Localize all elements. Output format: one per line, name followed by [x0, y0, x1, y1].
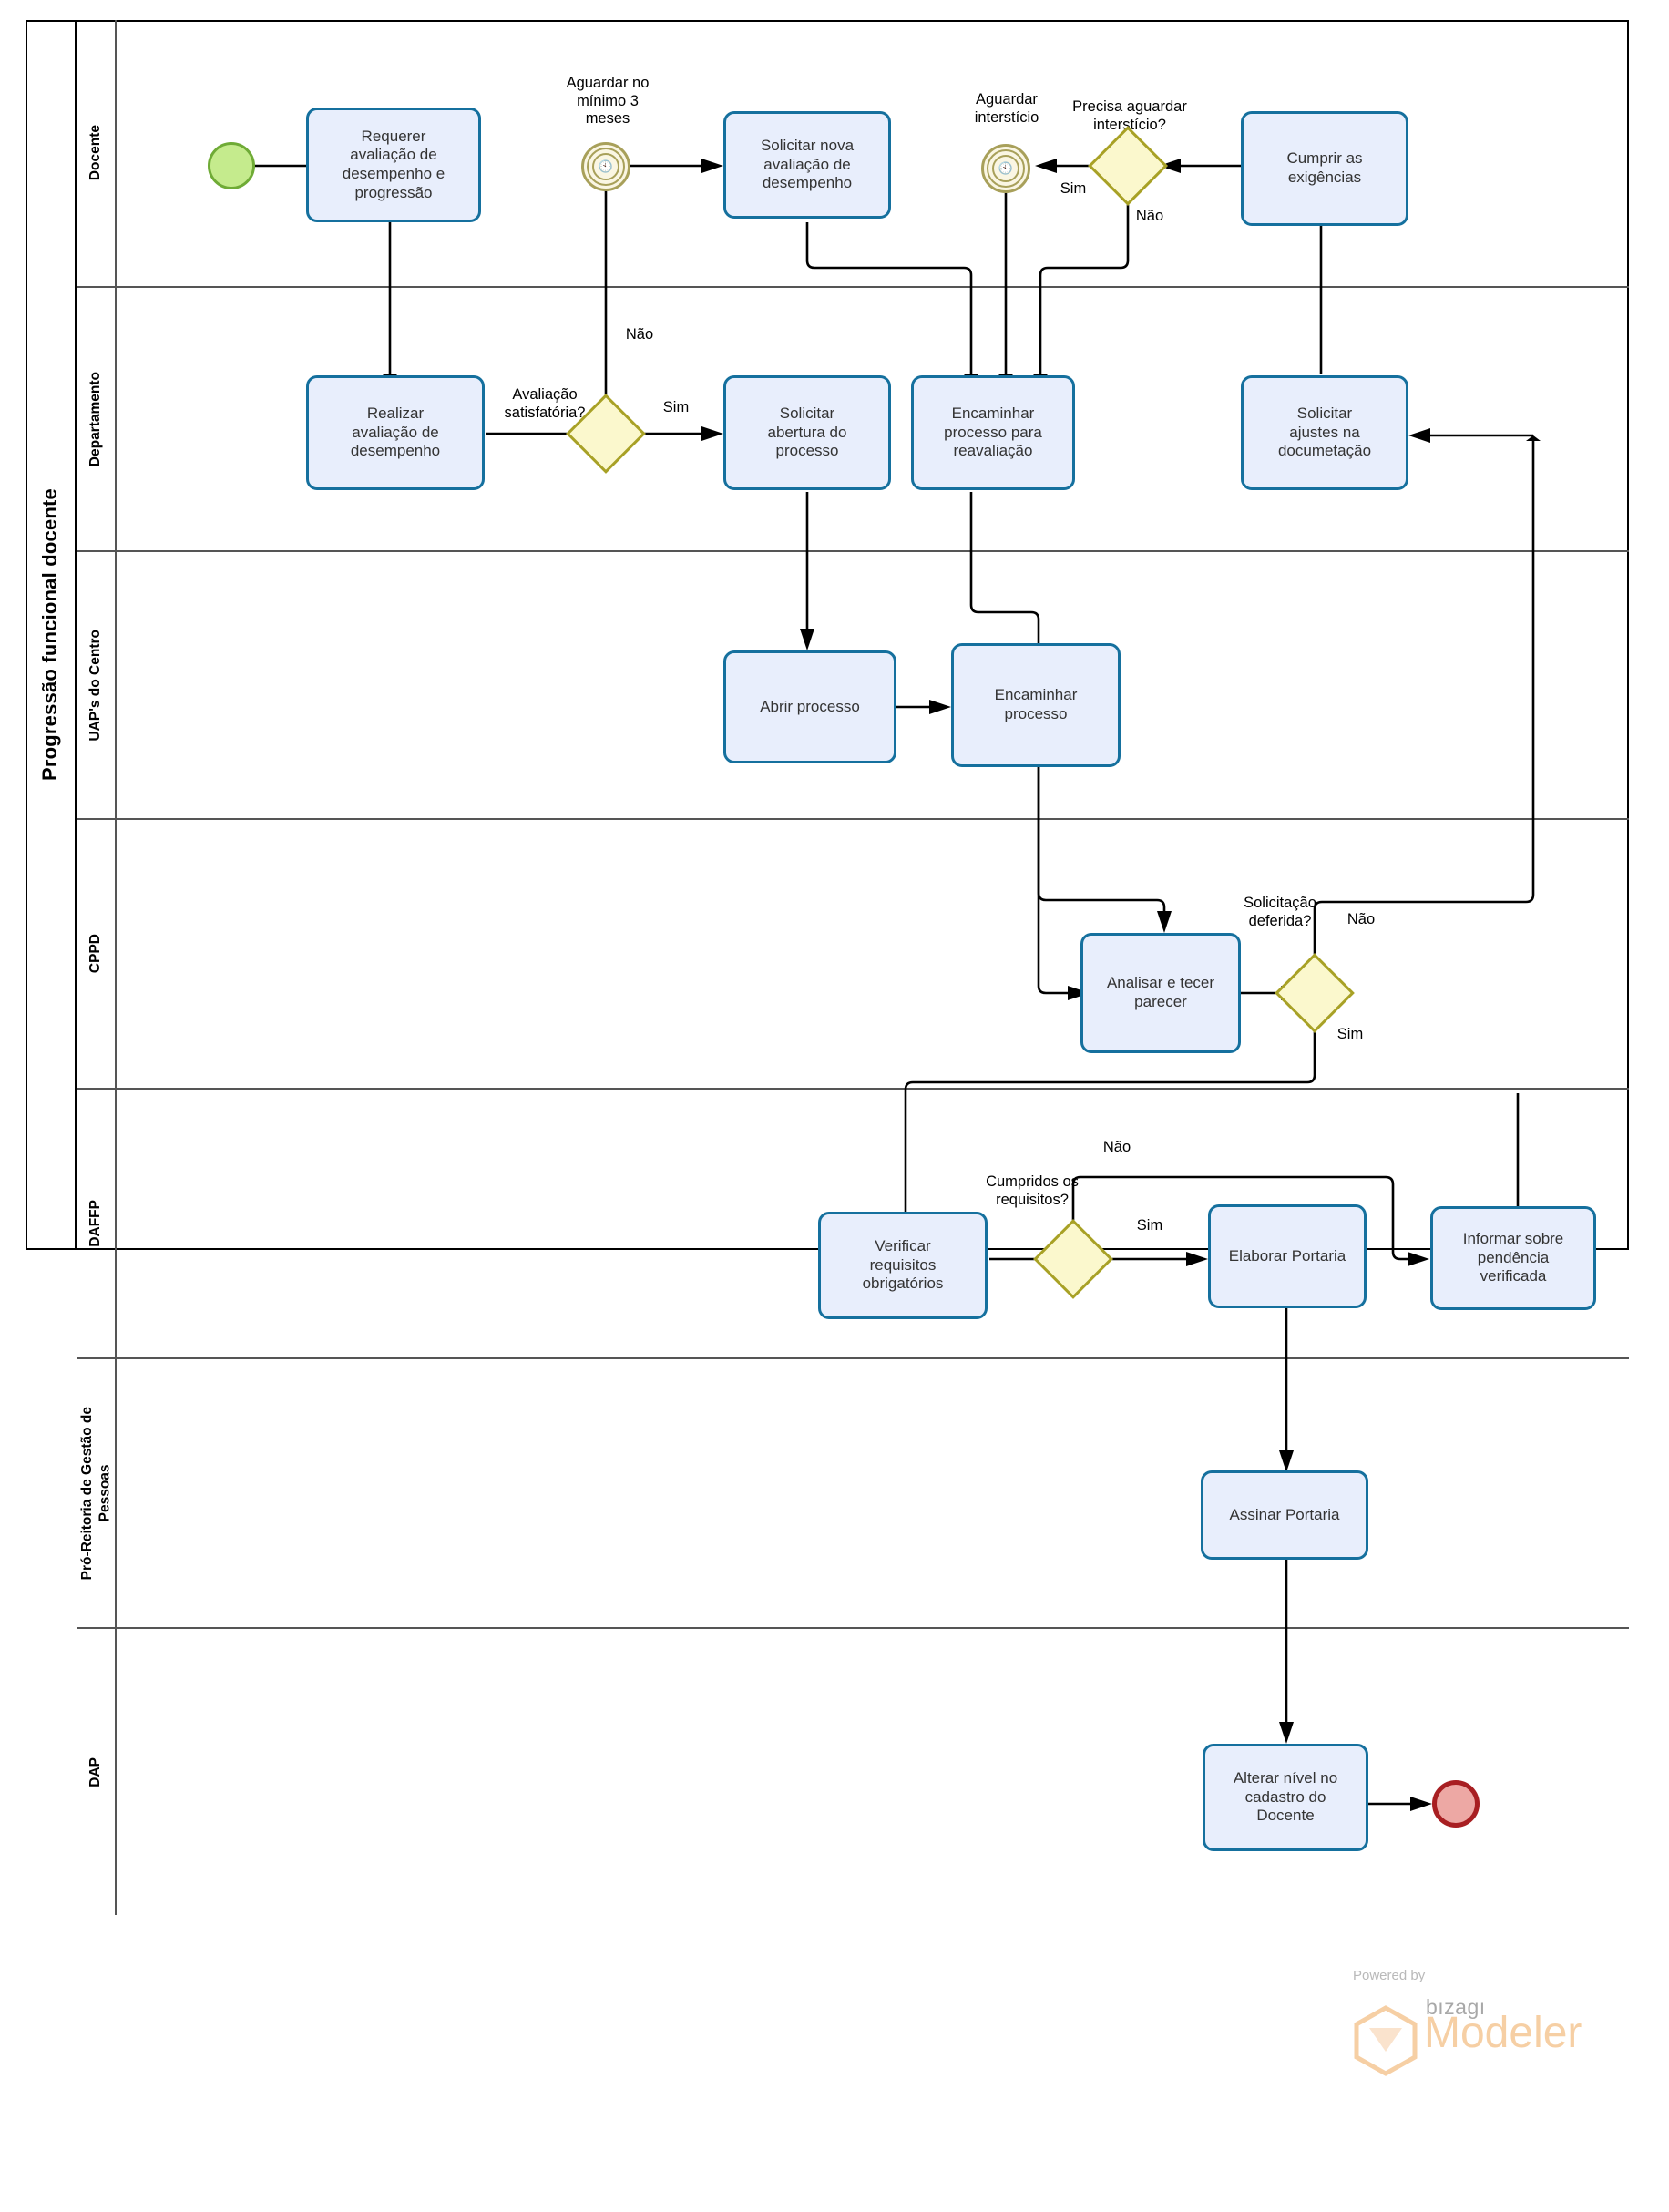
- task-realizar-avaliacao-desempenho[interactable]: Realizar avaliação de desempenho: [306, 375, 485, 490]
- task-cumprir-exigencias[interactable]: Cumprir as exigências: [1241, 111, 1408, 226]
- task-label: Abrir processo: [760, 697, 860, 715]
- task-solicitar-ajustes-documentacao[interactable]: Solicitar ajustes na documetação: [1241, 375, 1408, 490]
- lane-daffp: DAFFP: [77, 1090, 1629, 1359]
- lane-label-progep: Pró-Reitoria de Gestão de Pessoas: [78, 1406, 112, 1581]
- lane-header-progep: Pró-Reitoria de Gestão de Pessoas: [77, 1359, 117, 1627]
- flow-label-nao: Não: [625, 326, 654, 343]
- flow-label-sim: Sim: [662, 399, 690, 415]
- end-event[interactable]: [1432, 1780, 1480, 1828]
- task-encaminhar-processo-reavaliacao[interactable]: Encaminhar processo para reavaliação: [911, 375, 1075, 490]
- pool-title: Progressão funcional docente: [26, 20, 77, 1250]
- lane-label-departamento: Departamento: [87, 371, 104, 467]
- lane-header-departamento: Departamento: [77, 288, 117, 550]
- task-verificar-requisitos-obrigatorios[interactable]: Verificar requisitos obrigatórios: [818, 1212, 988, 1319]
- task-label: Encaminhar processo para reavaliação: [944, 404, 1042, 460]
- powered-by-label: Powered by: [1353, 1968, 1426, 1983]
- timer-label-aguardar-intersticio: Aguardar interstício: [974, 90, 1039, 126]
- flow-label-nao: Não: [1135, 208, 1164, 224]
- lane-cppd: CPPD: [77, 820, 1629, 1090]
- task-label: Realizar avaliação de desempenho: [350, 404, 441, 460]
- lane-label-cppd: CPPD: [87, 934, 104, 974]
- task-label: Informar sobre pendência verificada: [1462, 1229, 1564, 1285]
- task-encaminhar-processo[interactable]: Encaminhar processo: [951, 643, 1121, 767]
- gateway-label-solicitacao-deferida: Solicitação deferida?: [1244, 894, 1316, 929]
- task-assinar-portaria[interactable]: Assinar Portaria: [1201, 1470, 1368, 1560]
- lane-uaps-do-centro: UAP's do Centro: [77, 552, 1629, 820]
- task-label: Solicitar ajustes na documetação: [1277, 404, 1372, 460]
- gateway-label-cumpridos-requisitos: Cumpridos os requisitos?: [986, 1173, 1079, 1208]
- lane-departamento: Departamento: [77, 288, 1629, 552]
- lane-label-uaps: UAP's do Centro: [87, 629, 104, 742]
- task-label: Solicitar abertura do processo: [767, 404, 847, 460]
- lane-header-uaps: UAP's do Centro: [77, 552, 117, 818]
- gateway-label-avaliacao-satisfatoria: Avaliação satisfatória?: [504, 385, 586, 421]
- task-elaborar-portaria[interactable]: Elaborar Portaria: [1208, 1204, 1367, 1308]
- task-abrir-processo[interactable]: Abrir processo: [723, 650, 896, 763]
- lane-label-docente: Docente: [87, 125, 104, 181]
- task-label: Assinar Portaria: [1229, 1505, 1340, 1523]
- task-label: Analisar e tecer parecer: [1106, 974, 1215, 1010]
- timer-event-aguardar-3-meses[interactable]: 🕙: [581, 142, 630, 191]
- gateway-label-precisa-aguardar-intersticio: Precisa aguardar interstício?: [1072, 97, 1187, 133]
- task-requerer-avaliacao[interactable]: Requerer avaliação de desempenho e progr…: [306, 108, 481, 222]
- task-solicitar-abertura-processo[interactable]: Solicitar abertura do processo: [723, 375, 891, 490]
- lane-header-docente: Docente: [77, 20, 117, 286]
- bizagi-modeler-branding: Powered by bızagı Modeler: [1326, 1968, 1599, 2077]
- task-label: Elaborar Portaria: [1228, 1246, 1346, 1265]
- flow-label-sim: Sim: [1060, 180, 1087, 197]
- lane-header-daffp: DAFFP: [77, 1090, 117, 1357]
- flow-label-nao: Não: [1346, 911, 1376, 927]
- task-analisar-tecer-parecer[interactable]: Analisar e tecer parecer: [1080, 933, 1241, 1053]
- timer-event-aguardar-intersticio[interactable]: 🕙: [981, 144, 1030, 193]
- pool-title-label: Progressão funcional docente: [38, 488, 61, 782]
- bizagi-hex-icon: [1354, 2005, 1418, 2076]
- task-label: Encaminhar processo: [994, 686, 1078, 722]
- flow-label-nao: Não: [1102, 1139, 1131, 1155]
- lane-label-dap: DAP: [87, 1756, 104, 1787]
- task-solicitar-nova-avaliacao[interactable]: Solicitar nova avaliação de desempenho: [723, 111, 891, 219]
- flow-label-sim: Sim: [1136, 1217, 1163, 1234]
- flow-label-sim: Sim: [1336, 1026, 1364, 1042]
- task-alterar-nivel-cadastro-docente[interactable]: Alterar nível no cadastro do Docente: [1203, 1744, 1368, 1851]
- lane-label-daffp: DAFFP: [87, 1200, 104, 1247]
- modeler-wordmark: Modeler: [1424, 2009, 1582, 2057]
- lane-dap: DAP: [77, 1629, 1629, 1915]
- task-label: Cumprir as exigências: [1286, 149, 1363, 186]
- task-label: Verificar requisitos obrigatórios: [862, 1236, 944, 1293]
- lane-header-cppd: CPPD: [77, 820, 117, 1088]
- task-informar-pendencia-verificada[interactable]: Informar sobre pendência verificada: [1430, 1206, 1596, 1310]
- lane-header-dap: DAP: [77, 1629, 117, 1915]
- bizagi-wordmark: bızagı: [1426, 1995, 1486, 2019]
- lane-pro-reitoria-gestao-pessoas: Pró-Reitoria de Gestão de Pessoas: [77, 1359, 1629, 1629]
- task-label: Alterar nível no cadastro do Docente: [1233, 1768, 1338, 1825]
- start-event[interactable]: [208, 142, 255, 189]
- task-label: Solicitar nova avaliação de desempenho: [760, 136, 855, 192]
- task-label: Requerer avaliação de desempenho e progr…: [342, 127, 445, 201]
- timer-label-aguardar-3-meses: Aguardar no mínimo 3 meses: [566, 74, 650, 128]
